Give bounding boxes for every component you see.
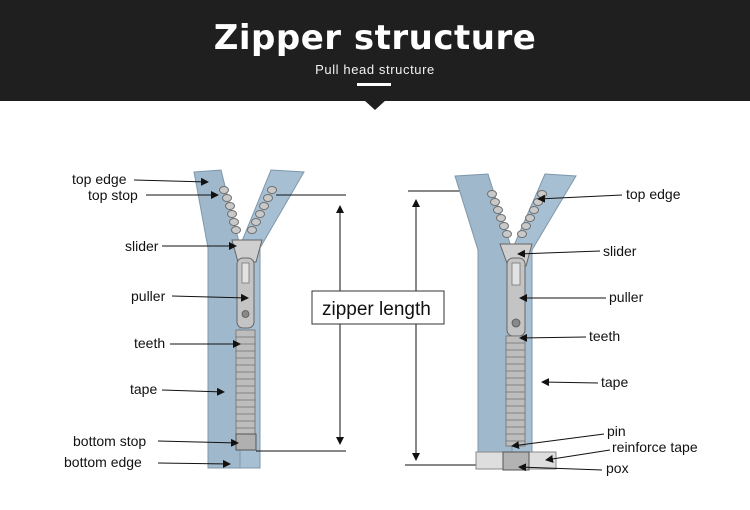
left-open-teeth: [219, 186, 277, 234]
right-zipper-illustration: [454, 173, 577, 471]
label-tape-right: tape: [601, 374, 628, 390]
label-top-stop: top stop: [88, 187, 138, 203]
left-bottom-stop: [235, 433, 257, 451]
right-closed-teeth: [505, 335, 526, 447]
right-label-group: top edge slider puller teeth tape pin re…: [589, 186, 698, 476]
page-subtitle: Pull head structure: [315, 62, 435, 77]
left-slider: [231, 239, 263, 263]
label-pin: pin: [607, 423, 626, 439]
zipper-length-label: zipper length: [322, 299, 431, 320]
right-leaders: [511, 194, 623, 472]
left-zipper-illustration: [193, 169, 305, 469]
left-leaders: [133, 177, 490, 468]
label-puller-left: puller: [131, 288, 166, 304]
header-banner: Zipper structure Pull head structure: [0, 0, 750, 101]
label-slider-left: slider: [125, 238, 159, 254]
label-top-edge-left: top edge: [72, 171, 127, 187]
label-teeth-right: teeth: [589, 328, 620, 344]
label-slider-right: slider: [603, 243, 637, 259]
label-puller-right: puller: [609, 289, 644, 305]
label-top-edge-right: top edge: [626, 186, 681, 202]
banner-pointer-notch: [364, 100, 386, 110]
label-pox: pox: [606, 460, 629, 476]
label-teeth-left: teeth: [134, 335, 165, 351]
page-title: Zipper structure: [213, 18, 537, 58]
label-bottom-edge: bottom edge: [64, 454, 142, 470]
zipper-length-box: zipper length: [311, 290, 445, 325]
label-tape-left: tape: [130, 381, 157, 397]
label-reinforce-tape: reinforce tape: [612, 439, 698, 455]
left-closed-teeth: [235, 329, 256, 435]
label-bottom-stop: bottom stop: [73, 433, 146, 449]
left-label-group: top edge top stop slider puller teeth ta…: [64, 171, 166, 470]
title-underline: [357, 83, 391, 86]
right-open-teeth: [487, 190, 547, 238]
left-puller: [236, 257, 255, 329]
